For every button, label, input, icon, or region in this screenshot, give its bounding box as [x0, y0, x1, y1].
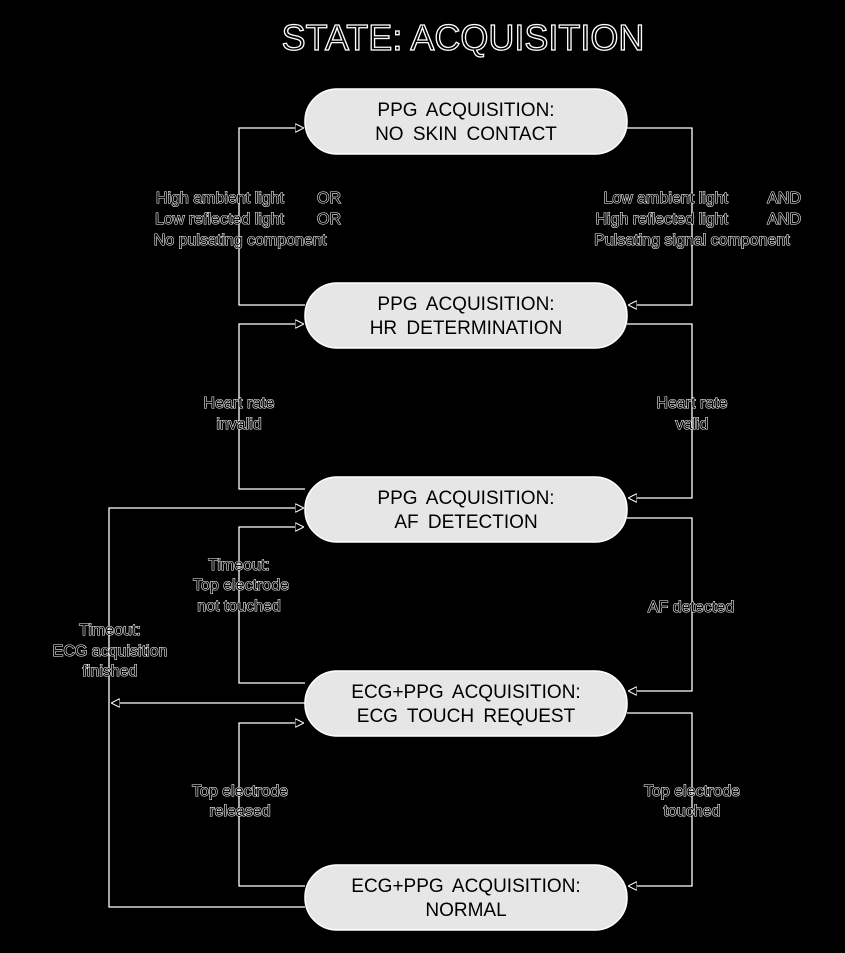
label-line: Timeout:	[79, 622, 141, 639]
label-line: AF detected	[648, 599, 734, 616]
label-hr-invalid: Heart rate invalid	[203, 394, 275, 433]
edge-af-detected	[627, 517, 693, 691]
label-electrode-touched: Top electrode touched	[643, 782, 740, 820]
condition-text: Pulsating signal component	[594, 232, 790, 249]
operator-text: OR	[317, 190, 341, 207]
operator-text: AND	[767, 211, 801, 228]
state-node-ecg-touch-request: ECG+PPG ACQUISITION: ECG TOUCH REQUEST	[304, 670, 628, 737]
state-node-normal: ECG+PPG ACQUISITION: NORMAL	[304, 864, 628, 931]
label-line: finished	[82, 663, 137, 680]
label-line: valid	[676, 416, 709, 433]
label-line: Heart rate	[203, 395, 274, 412]
state-node-af-detection: PPG ACQUISITION: AF DETECTION	[304, 476, 628, 543]
label-ecg-finished: Timeout: ECG acquisition finished	[52, 621, 168, 680]
state-label-line2: HR DETERMINATION	[370, 318, 563, 339]
label-line: touched	[664, 803, 721, 820]
state-label-line1: ECG+PPG ACQUISITION:	[351, 876, 580, 897]
condition-text: High reflected light	[595, 211, 728, 228]
condition-text: Low ambient light	[603, 190, 728, 207]
condition-text: No pulsating component	[154, 232, 327, 249]
label-line: Timeout:	[208, 557, 270, 574]
state-label-line1: ECG+PPG ACQUISITION:	[351, 682, 580, 703]
state-label-line1: PPG ACQUISITION:	[377, 488, 554, 509]
operator-text: OR	[317, 211, 341, 228]
label-touch-timeout: Timeout: Top electrode not touched	[192, 556, 289, 615]
state-node-hr-determination: PPG ACQUISITION: HR DETERMINATION	[304, 282, 628, 349]
label-line: Top electrode	[192, 783, 288, 800]
transition-edges	[108, 127, 693, 908]
condition-text: Low reflected light	[155, 211, 285, 228]
edge-no-contact-to-top	[238, 128, 305, 306]
label-af-detected: AF detected	[647, 598, 734, 616]
state-node-no-skin-contact: PPG ACQUISITION: NO SKIN CONTACT	[304, 88, 628, 155]
label-line: Top electrode	[193, 577, 289, 594]
operator-text: AND	[767, 190, 801, 207]
label-line: Heart rate	[656, 395, 727, 412]
edge-touch-timeout	[238, 527, 305, 684]
label-line: ECG acquisition	[53, 643, 168, 660]
label-electrode-released: Top electrode released	[191, 782, 288, 820]
edge-hr-valid	[627, 323, 693, 498]
state-label-line2: AF DETECTION	[394, 512, 537, 533]
label-hr-valid: Heart rate valid	[656, 394, 728, 433]
edge-contact-to-hr	[627, 127, 693, 305]
label-line: invalid	[216, 416, 261, 433]
label-line: not touched	[197, 598, 281, 615]
label-line: released	[209, 803, 270, 820]
diagram-title: STATE: ACQUISITION	[282, 17, 645, 58]
state-label-line1: PPG ACQUISITION:	[377, 294, 554, 315]
state-label-line2: NORMAL	[425, 900, 506, 921]
state-label-line2: ECG TOUCH REQUEST	[357, 706, 576, 727]
label-contact-conditions: Low ambient light AND High reflected lig…	[594, 189, 802, 249]
label-no-contact-conditions: High ambient light OR Low reflected ligh…	[153, 189, 341, 249]
label-line: Top electrode	[644, 783, 740, 800]
edge-ecg-finished	[108, 508, 305, 908]
edge-hr-invalid	[238, 324, 305, 490]
condition-text: High ambient light	[156, 190, 285, 207]
state-label-line1: PPG ACQUISITION:	[377, 100, 554, 121]
edge-electrode-touched	[627, 712, 693, 886]
state-label-line2: NO SKIN CONTACT	[375, 124, 557, 145]
edge-electrode-released	[238, 723, 305, 887]
